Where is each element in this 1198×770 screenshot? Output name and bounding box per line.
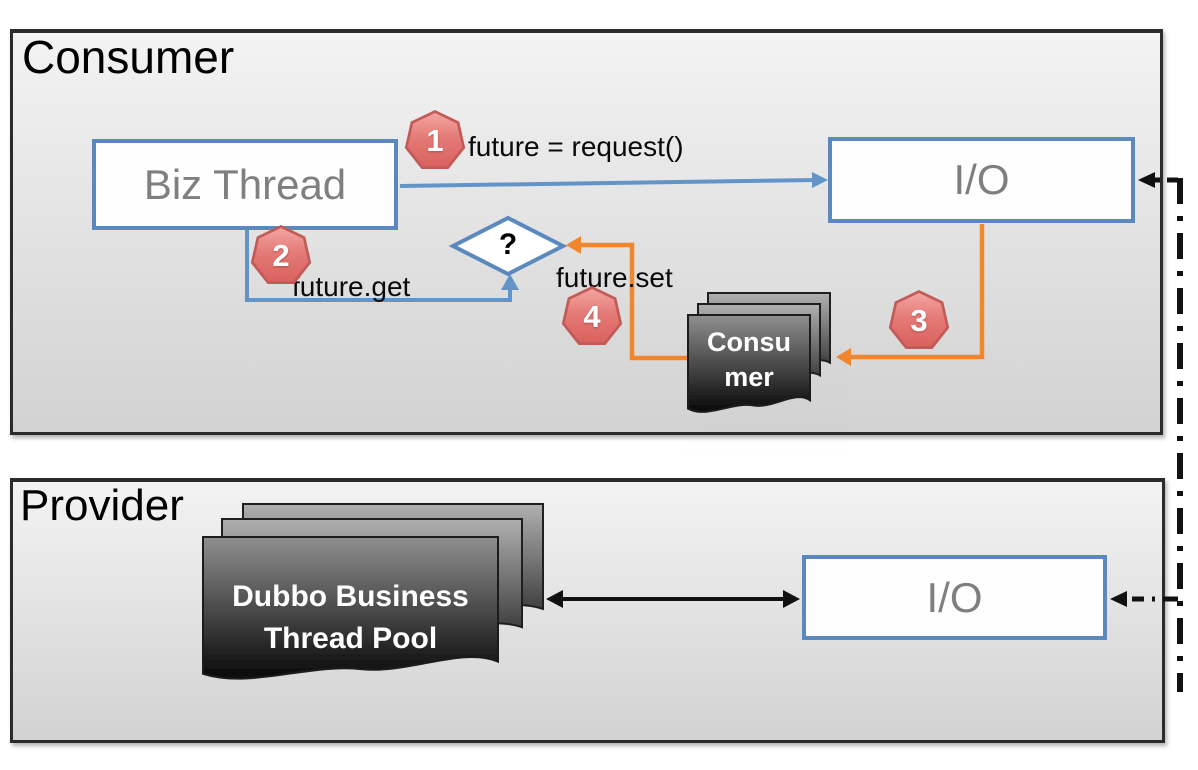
consumer-panel-title: Consumer bbox=[22, 31, 235, 83]
step-1-badge: 1 bbox=[404, 110, 466, 169]
step-4-badge-face: 4 bbox=[564, 289, 620, 343]
future-get-label: future.get bbox=[292, 271, 411, 302]
consumer-stack-label: Consu mer bbox=[688, 316, 810, 404]
provider-stack-line2: Thread Pool bbox=[263, 622, 438, 655]
step-4-badge: 4 bbox=[561, 286, 623, 345]
consumer-io-box: I/O bbox=[828, 137, 1135, 223]
step-3-number: 3 bbox=[910, 303, 928, 338]
consumer-panel bbox=[10, 29, 1163, 435]
step-1-badge-face: 1 bbox=[407, 113, 463, 167]
provider-io-label: I/O bbox=[926, 573, 983, 621]
step-3-badge: 3 bbox=[888, 290, 950, 349]
step-3-badge-face: 3 bbox=[891, 293, 947, 347]
future-request-label: future = request() bbox=[468, 131, 684, 162]
condition-question-label: ? bbox=[498, 228, 518, 261]
step-4-number: 4 bbox=[583, 299, 601, 334]
biz-thread-box: Biz Thread bbox=[92, 139, 398, 230]
provider-io-box: I/O bbox=[802, 555, 1107, 640]
consumer-stack-line1: Consu bbox=[707, 327, 791, 357]
provider-panel-title: Provider bbox=[20, 481, 184, 530]
step-2-badge-face: 2 bbox=[253, 228, 309, 282]
step-2-badge: 2 bbox=[250, 225, 312, 284]
step-2-number: 2 bbox=[272, 238, 290, 273]
provider-stack-label: Dubbo Business Thread Pool bbox=[203, 568, 498, 668]
provider-stack-line1: Dubbo Business bbox=[232, 580, 469, 613]
biz-thread-label: Biz Thread bbox=[143, 160, 347, 208]
step-1-number: 1 bbox=[426, 123, 444, 158]
consumer-io-label: I/O bbox=[953, 156, 1010, 203]
future-set-label: future.set bbox=[556, 262, 673, 293]
consumer-stack-line2: mer bbox=[724, 362, 774, 392]
